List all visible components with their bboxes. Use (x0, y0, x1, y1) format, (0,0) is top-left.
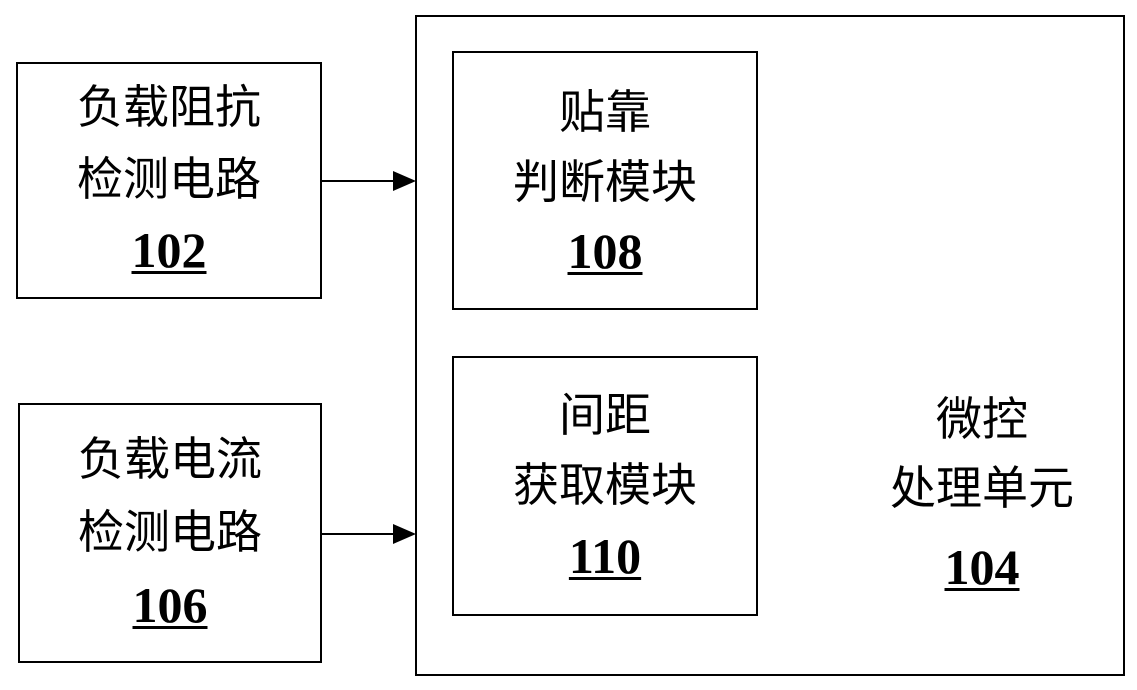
arrow-impedance-to-microcontroller (322, 171, 416, 191)
arrow-current-to-microcontroller (322, 524, 416, 544)
